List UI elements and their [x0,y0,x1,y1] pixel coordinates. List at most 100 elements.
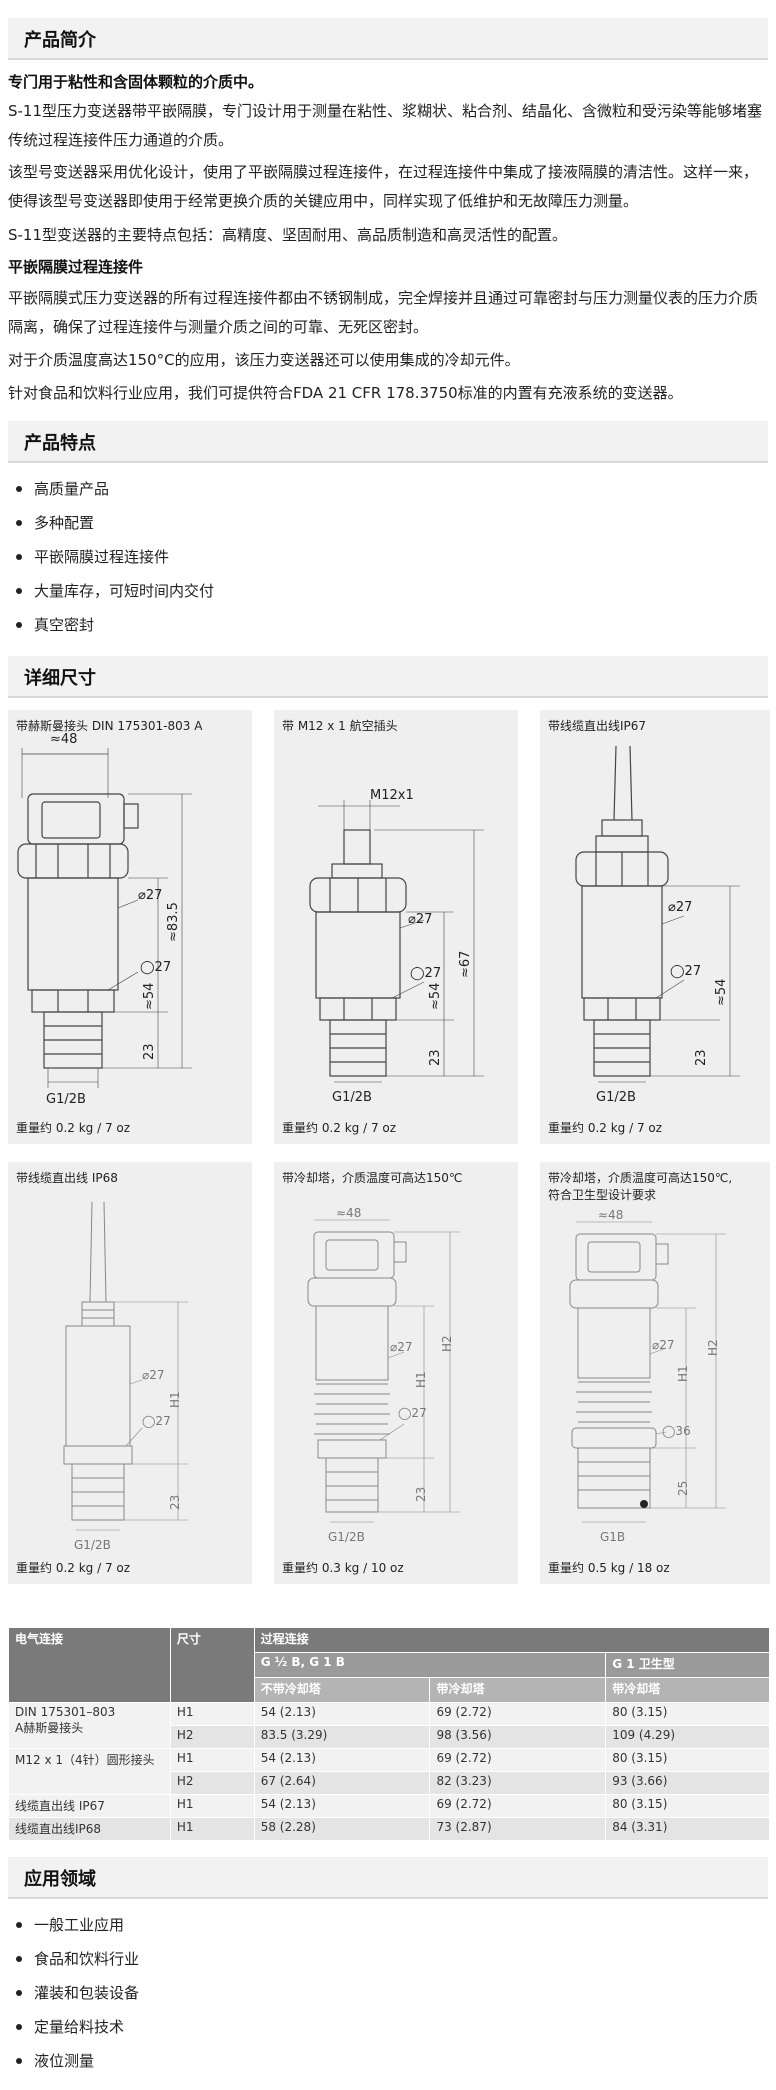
section-heading-applications: 应用领域 [8,1857,768,1899]
table-header: 尺寸 [169,1627,255,1703]
table-cell: 线缆直出线 IP67 [8,1794,171,1818]
table-header: 过程连接 [253,1627,771,1653]
table-header: G ½ B, G 1 B [253,1652,607,1678]
table-cell: H2 [169,1725,255,1749]
list-item: 多种配置 [14,506,214,540]
table-cell: 58 (2.28) [253,1817,431,1841]
dim-label: 23 [168,1494,182,1510]
dim-label: ⌀27 [390,1340,413,1354]
table-cell: 83.5 (3.29) [253,1725,431,1749]
application-list: 一般工业应用 食品和饮料行业 灌装和包装设备 定量给料技术 液位测量 [14,1908,139,2078]
section-heading-intro: 产品简介 [8,18,768,60]
table-cell: 54 (2.13) [253,1748,431,1772]
dim-label: ≈67 [458,950,473,978]
drawing-cable-ip68 [63,1201,188,1531]
figure-caption: 带线缆直出线IP67 [548,719,647,733]
dim-label: ≈54 [142,982,157,1010]
figure-weight: 重量约 0.2 kg / 7 oz [16,1121,131,1135]
table-cell: 69 (2.72) [429,1748,607,1772]
dim-label: H2 [440,1335,454,1352]
table-header: G 1 卫生型 [605,1652,770,1678]
list-item: 一般工业应用 [14,1908,139,1942]
caption-line: 带冷却塔，介质温度可高达150℃, [548,1171,733,1185]
intro-lead: 专门用于粘性和含固体颗粒的介质中。 [8,73,264,91]
intro-paragraph: 对于介质温度高达150°C的应用，该压力变送器还可以使用集成的冷却元件。 [8,351,520,369]
dim-label: G1/2B [74,1538,111,1552]
dim-label: ⌀27 [408,912,433,927]
dim-label: ⌀27 [652,1338,675,1352]
table-cell: 82 (3.23) [429,1771,607,1795]
dimension-figure-m12: 带 M12 x 1 航空插头 M12x1 ⌀27 ◯27 ≈54 ≈67 23 … [274,710,518,1144]
table-cell: 54 (2.13) [253,1702,431,1726]
dim-label: 23 [414,1486,428,1502]
section-heading-features: 产品特点 [8,421,768,463]
table-cell: 69 (2.72) [429,1702,607,1726]
intro-subtitle: 平嵌隔膜过程连接件 [8,258,144,276]
drawing-cable-ip67 [575,745,740,1083]
dim-label: ◯27 [398,1406,427,1420]
dimension-figure-cooling-sanitary: 带冷却塔，介质温度可高达150℃,符合卫生型设计要求 ≈48 ⌀27 ◯36 H… [540,1162,770,1584]
figure-caption: 带冷却塔，介质温度可高达150℃, 符合卫生型设计要求 [548,1170,732,1204]
dim-label: H2 [706,1339,720,1356]
dim-label: ≈48 [336,1206,362,1220]
table-cell: 69 (2.72) [429,1794,607,1818]
dim-label: H1 [676,1365,690,1382]
section-heading-dimensions: 详细尺寸 [8,656,768,698]
section-title: 产品特点 [24,433,96,454]
drawing-cooling [307,1219,460,1523]
dim-label: ◯27 [670,964,702,979]
figure-caption: 带冷却塔，介质温度可高达150℃ [282,1171,463,1185]
figure-weight: 重量约 0.3 kg / 10 oz [282,1561,404,1575]
table-cell: M12 x 1（4针）圆形接头 [8,1748,171,1795]
list-item: 食品和饮料行业 [14,1942,139,1976]
drawing-cooling-sanitary [569,1221,726,1523]
table-header: 电气连接 [8,1627,171,1703]
dimension-figure-cable-ip67: 带线缆直出线IP67 ⌀27 ◯27 ≈54 23 G1/2B 重量约 0.2 … [540,710,770,1144]
intro-paragraph: 针对食品和饮料行业应用，我们可提供符合FDA 21 CFR 178.3750标准… [8,384,683,402]
list-item: 大量库存，可短时间内交付 [14,574,214,608]
dimension-figure-din: 带赫斯曼接头 DIN 175301-803 A ≈48 ⌀27 ◯27 ≈54 … [8,710,252,1144]
table-cell: 80 (3.15) [605,1748,770,1772]
list-item: 灌装和包装设备 [14,1976,139,2010]
intro-paragraph: 该型号变送器采用优化设计，使用了平嵌隔膜过程连接件，在过程连接件中集成了接液隔膜… [8,163,759,210]
caption-line: 符合卫生型设计要求 [548,1188,657,1202]
intro-paragraph: S-11型变送器的主要特点包括：高精度、坚固耐用、高品质制造和高灵活性的配置。 [8,226,568,244]
table-cell: H1 [169,1794,255,1818]
table-cell: 93 (3.66) [605,1771,770,1795]
list-item: 定量给料技术 [14,2010,139,2044]
dim-label: ≈48 [50,732,78,747]
section-title: 产品简介 [24,30,96,51]
table-row: M12 x 1（4针）圆形接头 H1 54 (2.13) 69 (2.72) 8… [8,1748,770,1795]
table-row: H2 83.5 (3.29) 98 (3.56) 109 (4.29) [9,1725,770,1749]
dim-label: M12x1 [370,788,414,803]
dim-label: 23 [142,1043,157,1060]
table-cell: H1 [169,1702,255,1726]
table-cell: 54 (2.13) [253,1794,431,1818]
dimension-table: 电气连接 尺寸 过程连接 G ½ B, G 1 B G 1 卫生型 不带冷却塔 … [8,1627,771,1841]
dim-label: ◯27 [140,960,172,975]
dim-label: ⌀27 [138,888,163,903]
dim-label: ⌀27 [142,1368,165,1382]
table-cell: 80 (3.15) [605,1702,770,1726]
table-cell: 73 (2.87) [429,1817,607,1841]
table-row: H2 67 (2.64) 82 (3.23) 93 (3.66) [9,1771,770,1795]
dim-label: ≈54 [428,982,443,1010]
dim-label: ≈54 [714,978,729,1006]
intro-paragraph: 平嵌隔膜式压力变送器的所有过程连接件都由不锈钢制成，完全焊接并且通过可靠密封与压… [8,289,759,336]
dim-label: G1B [600,1530,626,1544]
table-cell: H1 [169,1748,255,1772]
dim-label: ≈48 [598,1208,624,1222]
figure-weight: 重量约 0.2 kg / 7 oz [16,1561,131,1575]
table-header: 带冷却塔 [605,1677,770,1703]
figure-weight: 重量约 0.5 kg / 18 oz [548,1561,670,1575]
drawing-m12 [309,800,484,1083]
table-cell: 98 (3.56) [429,1725,607,1749]
table-cell: 80 (3.15) [605,1794,770,1818]
figure-caption: 带线缆直出线 IP68 [16,1171,118,1185]
feature-list: 高质量产品 多种配置 平嵌隔膜过程连接件 大量库存，可短时间内交付 真空密封 [14,472,214,642]
dim-label: 25 [676,1480,690,1496]
table-cell: 线缆直出线IP68 [8,1817,171,1841]
table-row: 线缆直出线 IP67 H1 54 (2.13) 69 (2.72) 80 (3.… [8,1794,770,1818]
